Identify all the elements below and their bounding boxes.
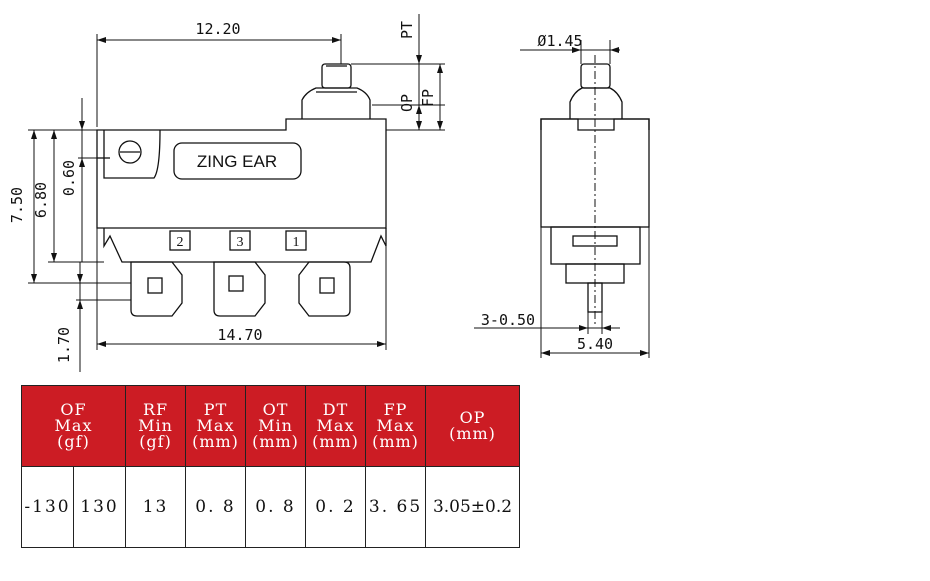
header-fp: FP Max (mm) (365, 385, 427, 467)
table-row: -130 130 13 0. 8 0. 8 0. 2 3. 65 3.05±0.… (21, 466, 521, 548)
dim-fp-label: FP (419, 89, 437, 107)
cell-ot-value: 0. 8 (245, 466, 307, 548)
front-view-outline (96, 63, 387, 317)
side-dimension-lines (474, 40, 650, 358)
pin-label-left: 2 (177, 235, 184, 250)
dim-side-width: 5.40 (577, 335, 613, 353)
dimension-arrowheads (31, 37, 649, 356)
table-header-row: OF Max (gf) RF Min (gf) PT Max (mm) OT M… (20, 385, 521, 467)
dim-terminal-thickness: 3-0.50 (481, 311, 535, 329)
spec-table: OF Max (gf) RF Min (gf) PT Max (mm) OT M… (20, 385, 521, 548)
header-pt: PT Max (mm) (185, 385, 247, 467)
cell-fp-value: 3. 65 (365, 466, 427, 548)
cell-rf-value: 13 (125, 466, 187, 548)
dim-body-width: 14.70 (217, 326, 262, 344)
header-op: OP (mm) (425, 385, 521, 467)
pin-label-right: 1 (293, 235, 300, 250)
cell-of-value-b: 130 (72, 466, 127, 548)
dim-pt-label: PT (398, 21, 416, 39)
dim-plunger-diameter: Ø1.45 (537, 32, 582, 50)
pin-label-middle: 3 (237, 235, 244, 250)
brand-label: ZING EAR (197, 152, 277, 171)
cell-pt-value: 0. 8 (185, 466, 247, 548)
cell-dt-value: 0. 2 (305, 466, 367, 548)
front-dimension-lines (28, 14, 445, 372)
header-rf: RF Min (gf) (125, 385, 187, 467)
header-ot: OT Min (mm) (245, 385, 307, 467)
dim-height-750: 7.50 (8, 187, 26, 223)
dim-height-680: 6.80 (32, 182, 50, 218)
header-dt: DT Max (mm) (305, 385, 367, 467)
dim-total-length: 12.20 (195, 20, 240, 38)
cell-op-value: 3.05±0.2 (425, 466, 521, 548)
dim-op-label: OP (398, 94, 416, 112)
header-of: OF Max (gf) (20, 385, 127, 467)
cell-of-value-a: -130 (21, 466, 74, 548)
switch-technical-drawing: 12.20 14.70 PT OP FP 7.50 6.80 0.60 1.70… (8, 14, 650, 372)
dim-terminal-170: 1.70 (55, 327, 73, 363)
dim-offset-060: 0.60 (60, 160, 78, 196)
